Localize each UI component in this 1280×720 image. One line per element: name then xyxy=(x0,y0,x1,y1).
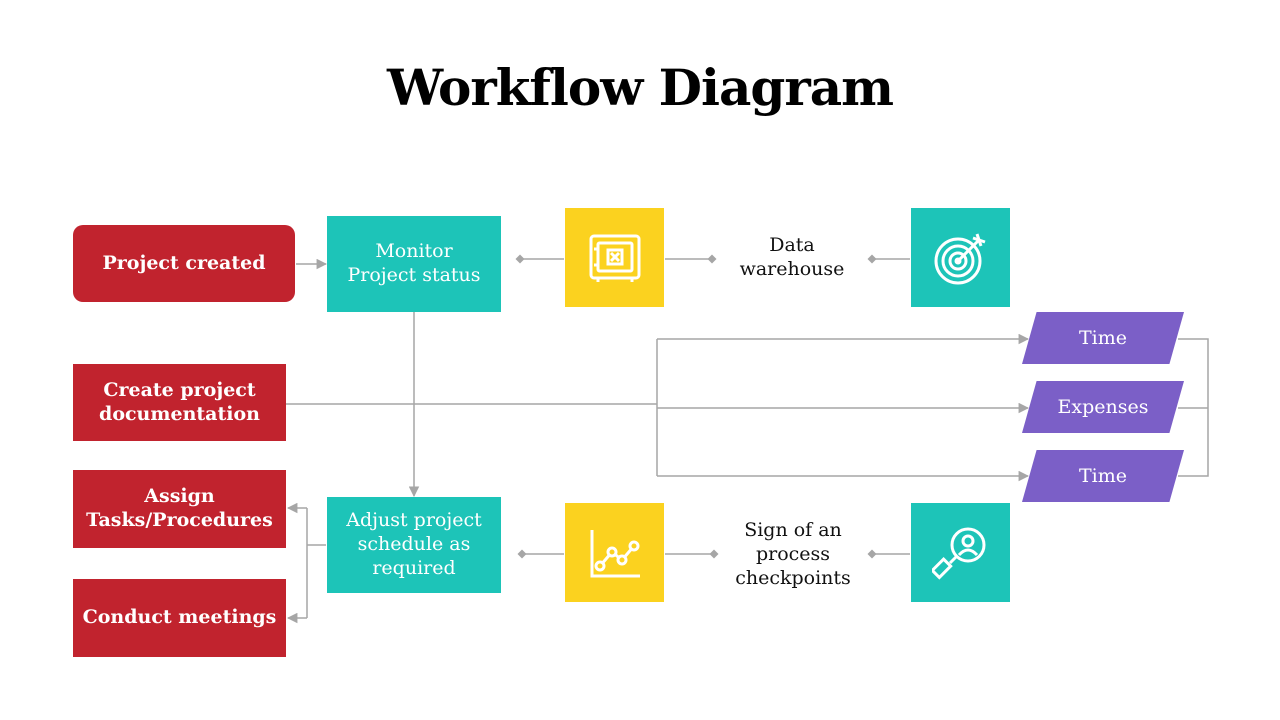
safe-icon xyxy=(589,234,640,282)
step-adjust-schedule: Adjust project schedule as required xyxy=(327,497,501,593)
page-title: Workflow Diagram xyxy=(386,58,894,117)
task-project-created: Project created xyxy=(73,225,295,302)
node-data-warehouse: Data warehouse xyxy=(714,222,870,294)
target-icon xyxy=(934,233,985,284)
task-label: Create project documentation xyxy=(99,378,260,425)
step-label: Monitor Project status xyxy=(347,240,481,286)
step-monitor-status: Monitor Project status xyxy=(327,216,501,312)
task-label: Project created xyxy=(102,251,266,274)
node-label: Sign of an process checkpoints xyxy=(735,519,851,589)
step-label: Adjust project schedule as required xyxy=(346,509,482,579)
node-label: Data warehouse xyxy=(739,234,845,280)
task-create-documentation: Create project documentation xyxy=(73,364,286,441)
task-conduct-meetings: Conduct meetings xyxy=(73,579,286,657)
node-sign-checkpoints: Sign of an process checkpoints xyxy=(714,510,872,600)
user-search-icon-box xyxy=(911,503,1010,602)
output-label: Time xyxy=(1078,327,1127,349)
output-time-bottom: Time xyxy=(1022,450,1184,502)
task-label: Conduct meetings xyxy=(82,606,277,629)
line-chart-icon xyxy=(590,529,640,577)
task-label: Assign Tasks/Procedures xyxy=(86,485,273,531)
output-label: Expenses xyxy=(1057,396,1149,418)
safe-icon-box xyxy=(565,208,664,307)
line-chart-icon-box xyxy=(565,503,664,602)
user-search-icon xyxy=(931,527,985,580)
target-icon-box xyxy=(911,208,1010,307)
output-label: Time xyxy=(1078,465,1127,487)
task-assign-tasks: Assign Tasks/Procedures xyxy=(73,470,286,548)
output-time-top: Time xyxy=(1022,312,1184,364)
output-expenses: Expenses xyxy=(1022,381,1184,433)
